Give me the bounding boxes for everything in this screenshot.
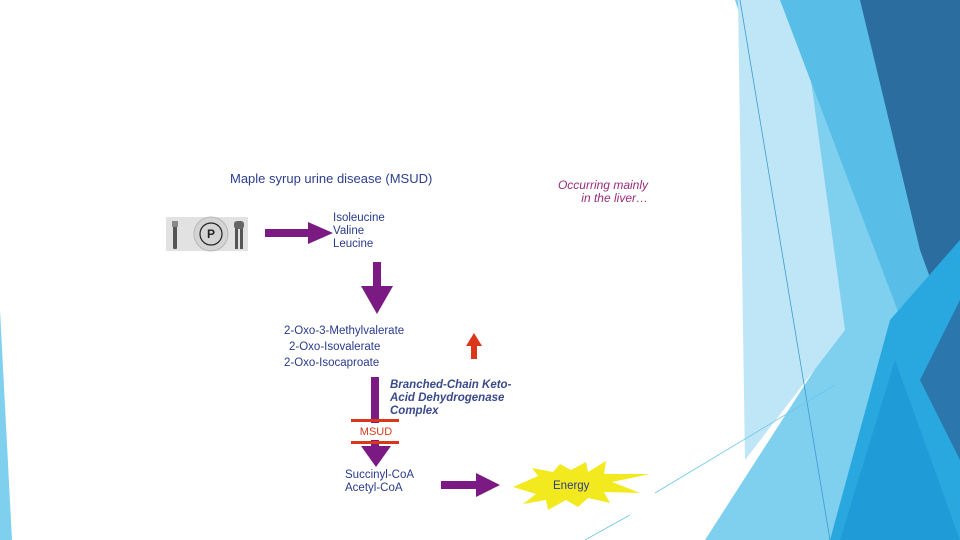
amino-acid-label: Isoleucine bbox=[333, 212, 385, 224]
location-note: Occurring mainly in the liver… bbox=[530, 179, 648, 205]
enzyme-line: Branched-Chain Keto- bbox=[390, 379, 512, 391]
note-line: Occurring mainly bbox=[557, 178, 648, 192]
arrow-amino-to-keto bbox=[361, 262, 393, 314]
arrow-increase-up bbox=[466, 333, 482, 359]
keto-acid-label: 2-Oxo-Isovalerate bbox=[289, 341, 381, 353]
energy-label: Energy bbox=[553, 480, 590, 492]
keto-acid-label: 2-Oxo-Isocaproate bbox=[284, 357, 380, 369]
enzyme-label: Branched-Chain Keto- Acid Dehydrogenase … bbox=[390, 379, 511, 418]
left-accent-shape bbox=[0, 310, 12, 540]
arrow-keto-to-products bbox=[361, 377, 391, 467]
energy-burst bbox=[513, 461, 650, 510]
right-panel-pale bbox=[738, 0, 845, 460]
block-bar-top bbox=[351, 419, 399, 422]
enzyme-line: Complex bbox=[390, 405, 439, 417]
amino-acid-label: Valine bbox=[333, 225, 365, 237]
right-panel-bottom bbox=[840, 360, 960, 540]
arrow-products-to-energy bbox=[441, 473, 500, 497]
amino-acid-label: Leucine bbox=[333, 238, 374, 250]
note-line: in the liver… bbox=[581, 191, 648, 205]
enzyme-line: Acid Dehydrogenase bbox=[390, 392, 505, 404]
plate-with-cutlery-icon bbox=[166, 215, 248, 253]
plate-symbol: P bbox=[206, 227, 215, 241]
bottom-thin-line bbox=[654, 384, 836, 494]
keto-acid-label: 2-Oxo-3-Methylvalerate bbox=[284, 325, 405, 337]
block-bar-bottom bbox=[351, 441, 399, 444]
msud-label-bg bbox=[353, 423, 399, 440]
bottom-thin-line-2 bbox=[584, 514, 631, 540]
msud-block-label: MSUD bbox=[359, 426, 393, 438]
arrow-food-to-amino-acids bbox=[265, 222, 333, 244]
right-panel-navy bbox=[920, 300, 960, 460]
product-label: Acetyl-CoA bbox=[345, 482, 403, 494]
product-label: Succinyl-CoA bbox=[345, 469, 415, 481]
right-thin-line bbox=[739, 0, 831, 540]
diagram-title: Maple syrup urine disease (MSUD) bbox=[230, 171, 433, 186]
